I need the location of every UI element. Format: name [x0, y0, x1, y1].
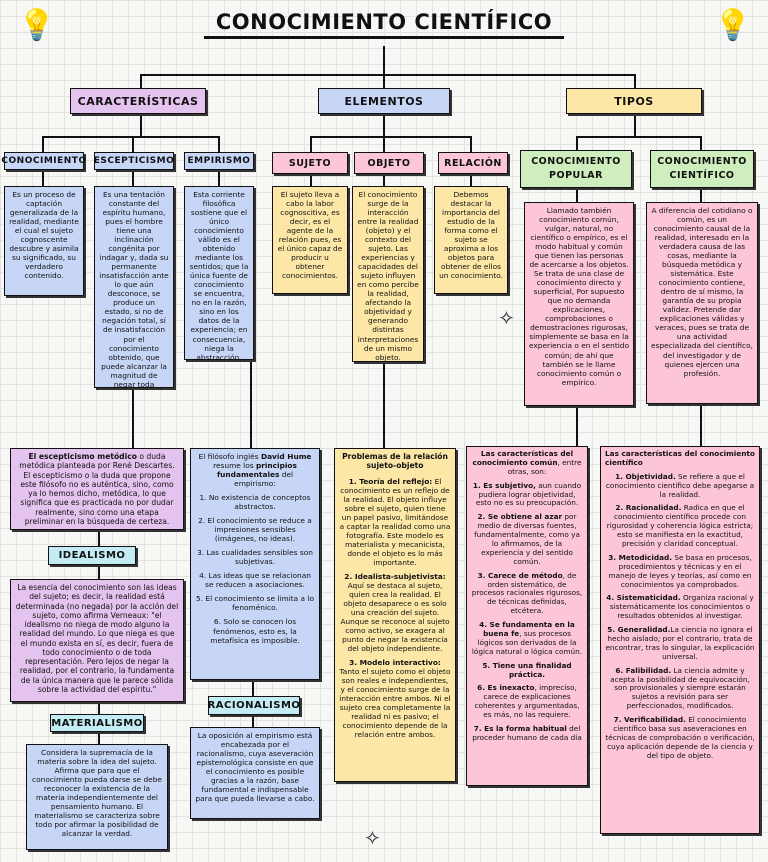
connector — [634, 114, 636, 138]
text-racionalismo: La oposición al empirismo está encabezad… — [190, 727, 320, 819]
problemas-relacion: Problemas de la relación sujeto-objeto 1… — [334, 448, 456, 782]
connector — [250, 360, 252, 448]
list-item: 7. Es la forma habitual del proceder hum… — [472, 724, 582, 742]
connector — [383, 174, 385, 186]
connector — [576, 406, 578, 446]
hume-principles: El filósofo inglés David Hume resume los… — [190, 448, 320, 680]
page-title: CONOCIMIENTO CIENTÍFICO — [0, 8, 768, 39]
list-item: 1. No existencia de conceptos abstractos… — [199, 493, 311, 512]
text-cientifico: A diferencia del cotidiano o común, es u… — [646, 202, 758, 404]
subheader-empirismo: EMPIRISMO — [184, 152, 254, 170]
connector — [383, 114, 385, 138]
lightbulb-icon-right: 💡 — [714, 8, 752, 43]
connector — [576, 136, 578, 150]
list-item: 4. Las ideas que se relacionan se reduce… — [199, 571, 311, 590]
header-caracteristicas: CARACTERÍSTICAS — [70, 88, 206, 114]
lightbulb-icon-left: 💡 — [18, 8, 56, 43]
connector — [132, 136, 134, 152]
subheader-materialismo: MATERIALISMO — [50, 714, 144, 732]
sparkle-icon: ✧ — [364, 826, 381, 850]
text-objeto: El conocimiento surge de la interacción … — [352, 186, 424, 362]
subheader-racionalismo: RACIONALISMO — [208, 696, 300, 715]
connector — [383, 136, 385, 152]
list-item: 1. Teoría del reflejo: El conocimiento e… — [339, 476, 451, 567]
list-item: 3. Modelo interactivo: Tanto el sujeto c… — [339, 658, 451, 740]
connector — [576, 188, 578, 202]
list-item: 5. Tiene una finalidad práctica. — [482, 660, 572, 679]
text-idealismo: La esencia del conocimiento son las idea… — [10, 579, 184, 702]
list-item: 2. Idealista-subjetivista: Aquí se desta… — [340, 571, 450, 654]
header-elementos: ELEMENTOS — [318, 88, 450, 114]
text-materialismo: Considera la supremacía de la materia so… — [26, 744, 168, 850]
connector — [98, 732, 100, 744]
list-item: 2. Se obtiene al azar por medio de diver… — [474, 512, 580, 566]
text-escepticismo-metodico: El escepticismo metódico o duda metódica… — [10, 448, 184, 530]
list-item: 2. El conocimiento se reduce a impresion… — [198, 516, 312, 544]
connector — [700, 136, 702, 150]
text-popular: Llamado también conocimiento común, vulg… — [524, 202, 634, 406]
connector — [383, 362, 385, 448]
list-item: 5. Generalidad.La ciencia no ignora el h… — [605, 625, 755, 661]
list-item: 7. Verificabilidad. El conocimiento cien… — [605, 715, 755, 760]
list-item: 3. Las cualidades sensibles son subjetiv… — [197, 548, 313, 567]
header-tipos: TIPOS — [566, 88, 702, 114]
connector — [98, 565, 100, 579]
connector — [576, 136, 702, 138]
text-empirismo: Esta corriente filosófica sostiene que e… — [184, 186, 254, 360]
connector — [310, 136, 312, 152]
connector — [218, 170, 220, 186]
subheader-popular: CONOCIMIENTO POPULAR — [520, 150, 632, 188]
connector — [218, 136, 220, 152]
connector — [310, 174, 312, 186]
list-item: 3. Metodicidad. Se basa en procesos, pro… — [608, 552, 752, 589]
text-escepticismo: Es una tentación constante del espíritu … — [94, 186, 174, 388]
list-item: 6. Falibilidad. La ciencia admite y acep… — [610, 665, 750, 711]
list-item: 6. Es inexacto, impreciso, carece de exp… — [474, 683, 580, 720]
connector — [470, 136, 472, 152]
text-relacion: Debemos destacar la importancia del estu… — [434, 186, 508, 294]
text-sujeto: El sujeto lleva a cabo la labor cognosci… — [272, 186, 348, 294]
subheader-idealismo: IDEALISMO — [48, 546, 136, 565]
connector — [634, 74, 636, 88]
subheader-conocimiento: CONOCIMIENTO — [1, 152, 86, 170]
subheader-cientifico: CONOCIMIENTO CIENTÍFICO — [650, 150, 754, 188]
connector — [310, 136, 472, 138]
list-item: 1. Objetividad. Se refiere a que el cono… — [605, 471, 755, 499]
connector — [140, 74, 636, 76]
list-item: 6. Solo se conocen los fenómenos, esto e… — [210, 617, 300, 645]
text-conocimiento: Es un proceso de captación generalizada … — [4, 186, 84, 296]
connector — [132, 170, 134, 186]
subheader-sujeto: SUJETO — [272, 152, 348, 174]
connector — [140, 74, 142, 88]
connector — [42, 170, 44, 186]
connector — [98, 702, 100, 714]
list-item: 2. Racionalidad. Radica en que el conoci… — [606, 503, 754, 549]
connector — [42, 136, 44, 152]
list-item: 1. Es subjetivo, aun cuando pudiera logr… — [472, 480, 582, 508]
connector — [470, 174, 472, 186]
connector — [383, 46, 385, 76]
subheader-objeto: OBJETO — [354, 152, 424, 174]
list-item: 3. Carece de método, de orden sistemátic… — [471, 570, 583, 616]
sparkle-icon: ✧ — [498, 306, 515, 330]
subheader-escepticismo: ESCEPTICISMO — [94, 152, 174, 170]
connector — [383, 74, 385, 88]
connector — [252, 715, 254, 727]
list-item: 4. Sistematicidad. Organiza racional y s… — [606, 593, 754, 621]
caracteristicas-comun: Las características del conocimiento com… — [466, 446, 588, 786]
list-item: 4. Se fundamenta en la buena fe, sus pro… — [471, 620, 583, 656]
connector — [132, 388, 134, 448]
caracteristicas-cientifico: Las características del conocimiento cie… — [600, 446, 760, 834]
connector — [252, 680, 254, 696]
connector — [140, 114, 142, 138]
connector — [98, 530, 100, 546]
connector — [700, 188, 702, 202]
subheader-relacion: RELACIÓN — [438, 152, 508, 174]
list-item: 5. El conocimiento se limita a lo fenomé… — [196, 594, 314, 613]
connector — [42, 136, 220, 138]
connector — [700, 404, 702, 446]
